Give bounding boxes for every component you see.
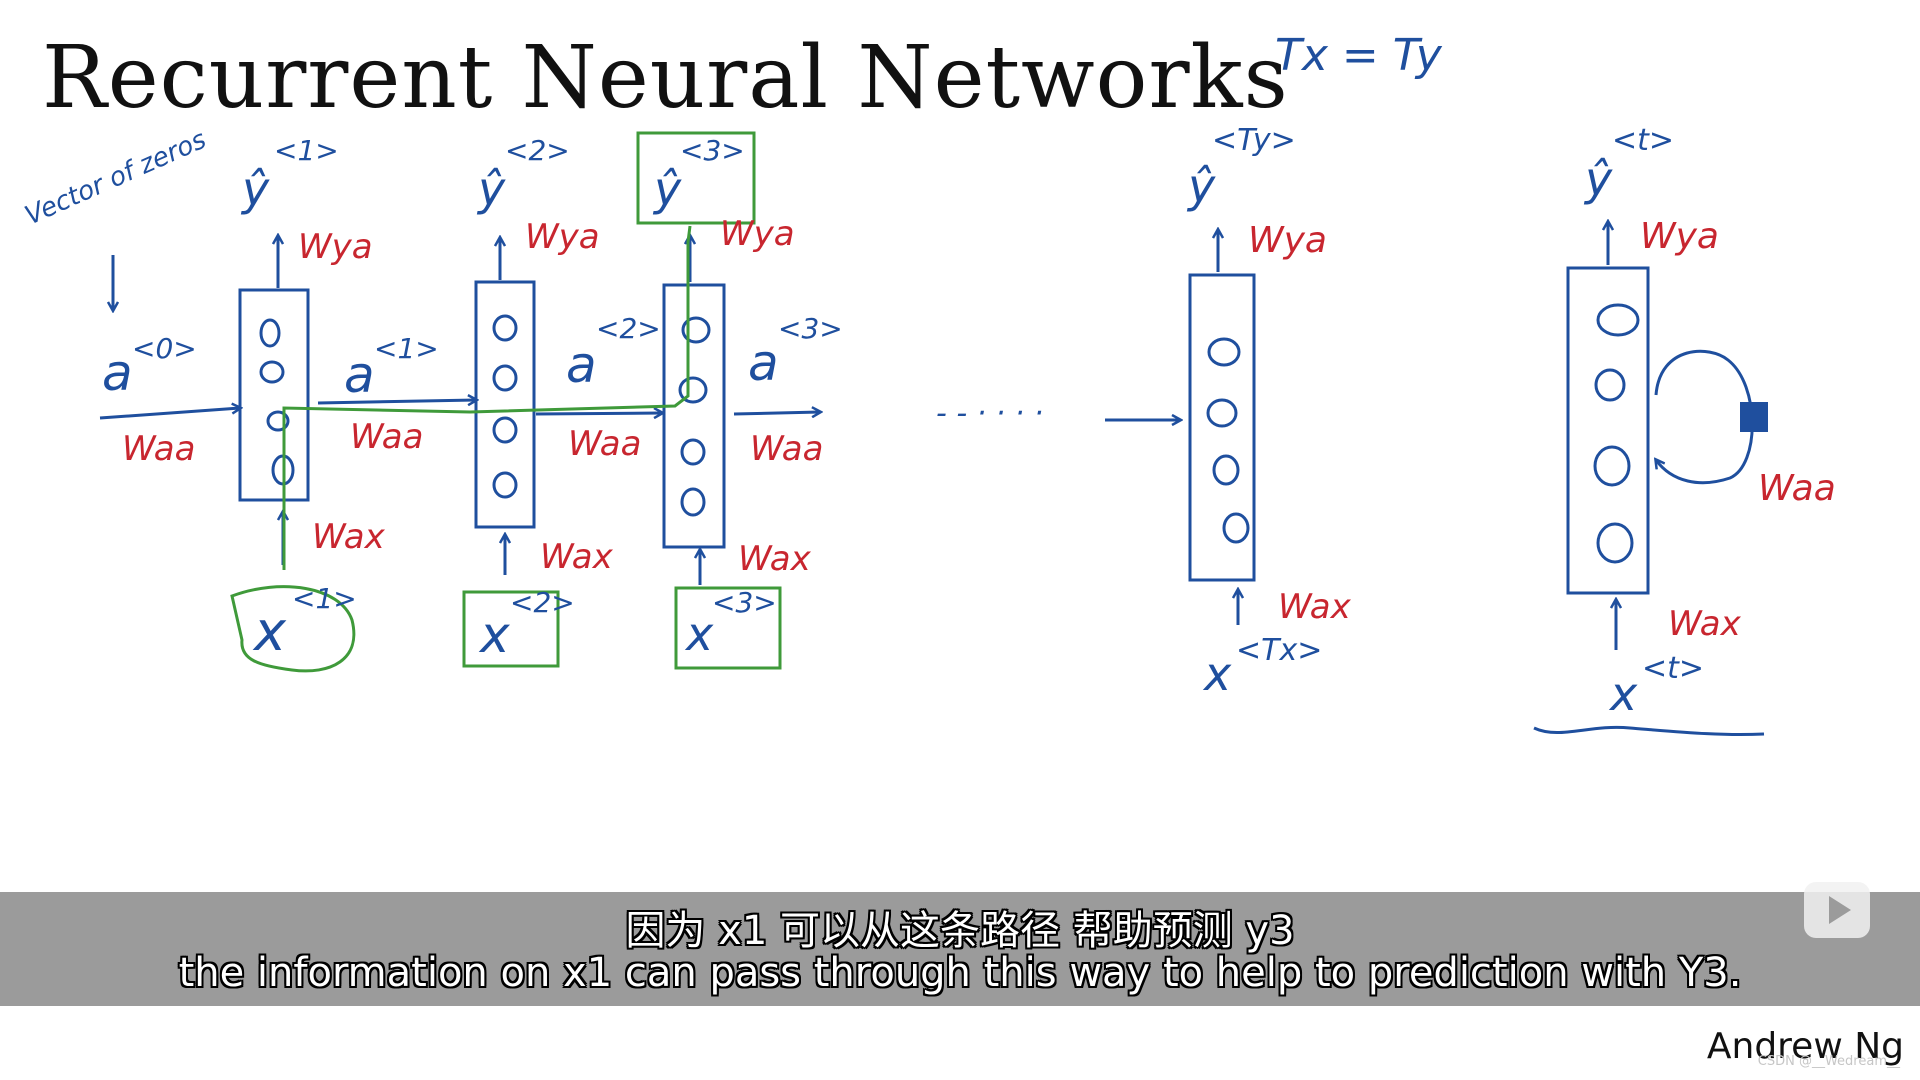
x2-label: x	[478, 606, 510, 664]
waa-label-loop: Waa	[1758, 468, 1836, 509]
rnn-loop-cell: ŷ <t> Wya Waa Wax x <t>	[1533, 123, 1836, 737]
cell-2-unit	[492, 314, 518, 342]
rnn-cell-3: ŷ <3> Wya Wax x <3>	[636, 131, 812, 670]
loop-cell-unit	[1594, 368, 1626, 402]
cell-last-box	[1188, 273, 1256, 582]
cell-last-unit	[1206, 398, 1238, 428]
y3-box	[636, 131, 756, 225]
y1-label: ŷ	[240, 162, 270, 216]
cell-3-box	[662, 283, 726, 549]
yTy-label: ŷ	[1186, 159, 1216, 213]
subtitle-chinese: 因为 x1 可以从这条路径 帮助预测 y3	[625, 908, 1295, 954]
loop-cell-unit	[1596, 522, 1634, 564]
wax-label-loop: Wax	[1668, 604, 1742, 644]
wya-label-last: Wya	[1248, 220, 1327, 261]
play-button-icon[interactable]	[1804, 882, 1870, 938]
cell-last-unit	[1222, 512, 1250, 544]
subtitle-bar	[0, 892, 1920, 1006]
waa-label-3: Waa	[750, 429, 823, 469]
x1-label: x	[252, 600, 287, 663]
a3-label: a	[748, 334, 779, 392]
x1-circle	[230, 585, 356, 673]
cell-1-unit	[266, 410, 290, 432]
cell-2-box	[474, 280, 536, 529]
loop-cell-box	[1566, 266, 1650, 595]
cell-2-unit	[492, 471, 518, 499]
recurrence-loop	[1656, 349, 1754, 485]
author-name: Andrew Ng	[1706, 1026, 1904, 1067]
cell-3-unit	[680, 487, 706, 517]
cell-last-unit	[1207, 337, 1241, 367]
a0-label: a	[102, 344, 133, 402]
x1-to-y3-path	[282, 225, 692, 570]
waa-label-1: Waa	[350, 417, 423, 457]
a1-arrow	[317, 400, 476, 403]
a2-label: a	[566, 336, 597, 394]
x2-box	[462, 590, 560, 668]
cell-2-unit	[492, 416, 518, 444]
a2-sup: <2>	[596, 312, 661, 345]
cell-1-unit	[259, 318, 281, 348]
x2-sup: <2>	[510, 586, 575, 619]
cell-3-unit	[680, 438, 706, 466]
slide-title: Recurrent Neural Networks	[42, 28, 1289, 128]
y1-sup: <1>	[274, 134, 339, 167]
xTx-label: x	[1202, 647, 1232, 701]
y3-label: ŷ	[652, 162, 682, 216]
x1-sup: <1>	[292, 582, 357, 615]
cell-3-unit	[681, 316, 711, 344]
xTx-sup: <Tx>	[1236, 633, 1322, 668]
y2-sup: <2>	[505, 134, 570, 167]
loop-cell-unit	[1593, 445, 1631, 487]
wya-label-3: Wya	[720, 214, 795, 254]
y2-label: ŷ	[476, 162, 506, 216]
xt-sup: <t>	[1642, 651, 1704, 686]
loop-underline	[1533, 725, 1765, 737]
yt-sup: <t>	[1612, 123, 1674, 158]
ellipsis: - - · · · ·	[936, 396, 1043, 431]
waa-label-2: Waa	[568, 424, 641, 464]
rnn-cell-last: ŷ <Ty> Wya Wax x <Tx>	[1186, 123, 1352, 701]
delay-block	[1740, 402, 1768, 432]
y3-sup: <3>	[680, 134, 745, 167]
rnn-cell-2: ŷ <2> Wya Wax x <2>	[462, 134, 614, 668]
a3-arrow	[733, 412, 820, 414]
a0-sup: <0>	[132, 332, 197, 365]
cell-2-unit	[492, 364, 518, 392]
wax-label-1: Wax	[312, 517, 386, 557]
wya-label-loop: Wya	[1640, 216, 1719, 257]
wya-label-1: Wya	[298, 227, 373, 267]
a1-sup: <1>	[374, 332, 439, 365]
waa-label-0: Waa	[122, 429, 195, 469]
wax-label-2: Wax	[540, 537, 614, 577]
vector-of-zeros-note: Vector of zeros	[21, 125, 211, 232]
a0-arrow	[99, 408, 240, 420]
cell-1-box	[238, 288, 310, 502]
loop-cell-unit	[1596, 303, 1640, 337]
tx-equals-ty-note: Tx = Ty	[1275, 30, 1443, 81]
yt-label: ŷ	[1583, 152, 1613, 206]
x3-box	[674, 586, 782, 670]
subtitle-english: the information on x1 can pass through t…	[178, 950, 1742, 996]
wya-label-2: Wya	[525, 217, 600, 257]
wax-label-last: Wax	[1278, 587, 1352, 627]
a1-label: a	[344, 346, 375, 404]
xt-label: x	[1608, 667, 1638, 721]
watermark: CSDN @__Wedream__	[1757, 1054, 1900, 1069]
a3-sup: <3>	[778, 312, 843, 345]
yTy-sup: <Ty>	[1212, 123, 1296, 158]
cell-1-unit	[259, 360, 285, 384]
cell-last-unit	[1212, 454, 1240, 486]
wax-label-3: Wax	[738, 539, 812, 579]
x3-sup: <3>	[712, 586, 777, 619]
cell-3-unit	[678, 376, 708, 404]
rnn-cell-1: ŷ <1> Wya Wax x <1>	[230, 134, 386, 673]
a2-arrow	[535, 413, 662, 414]
x3-label: x	[684, 607, 714, 661]
